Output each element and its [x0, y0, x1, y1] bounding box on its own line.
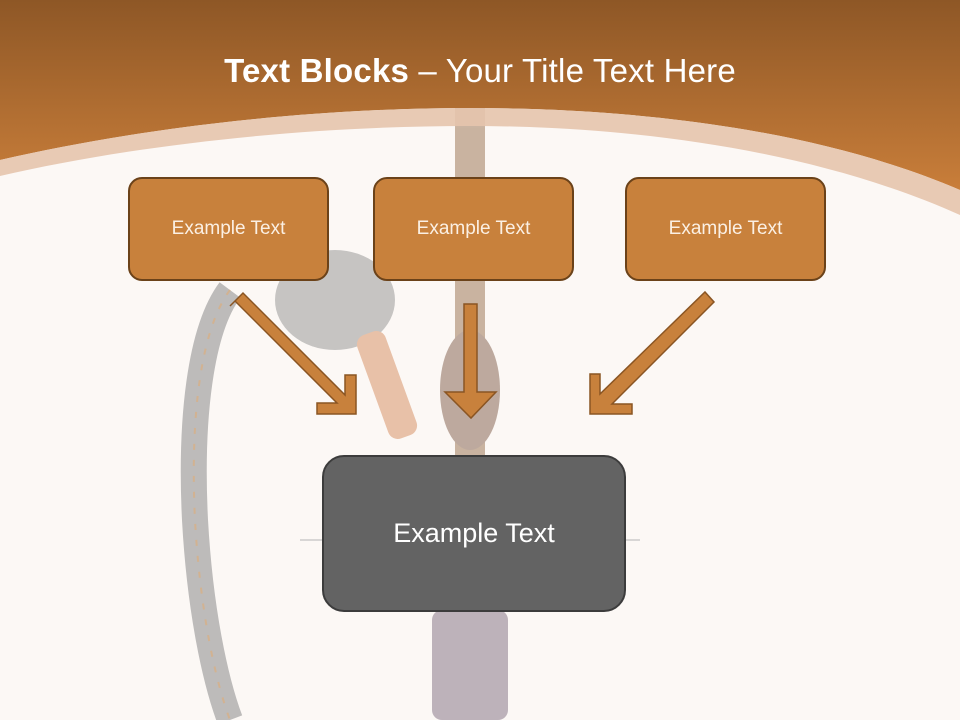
title-bold: Text Blocks [224, 52, 410, 89]
title-dash: – [409, 52, 446, 89]
slide-title: Text Blocks – Your Title Text Here [0, 52, 960, 90]
arrow-down-left-icon [589, 290, 716, 415]
title-rest: Your Title Text Here [445, 52, 736, 89]
text-block-label: Example Text [171, 218, 286, 239]
center-text-block[interactable]: Example Text [322, 455, 626, 612]
arrow-down-right-icon [229, 291, 357, 415]
text-block-label: Example Text [668, 218, 783, 239]
text-block-3[interactable]: Example Text [625, 177, 826, 281]
text-block-label: Example Text [416, 218, 531, 239]
arrow-down-icon [443, 303, 498, 420]
center-block-label: Example Text [393, 518, 555, 548]
text-block-1[interactable]: Example Text [128, 177, 329, 281]
text-block-2[interactable]: Example Text [373, 177, 574, 281]
